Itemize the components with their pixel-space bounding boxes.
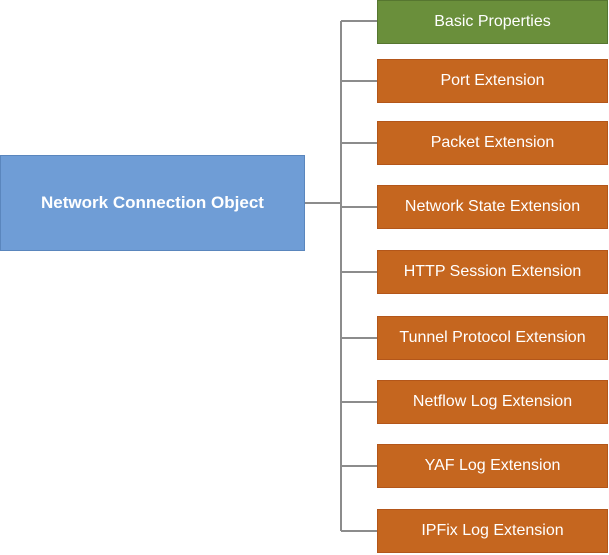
child-node-label: IPFix Log Extension (421, 522, 564, 539)
child-node-label: Network State Extension (404, 198, 581, 215)
child-node-label: Port Extension (440, 72, 545, 89)
child-node-label: Tunnel Protocol Extension (399, 329, 586, 346)
child-node-label: Packet Extension (430, 134, 555, 151)
child-node-yaf-log-extension: YAF Log Extension (377, 444, 608, 488)
root-node-label: Network Connection Object (41, 193, 264, 212)
root-node-network-connection-object: Network Connection Object (0, 155, 305, 251)
child-node-network-state-extension: Network State Extension (377, 185, 608, 229)
child-node-label: Basic Properties (434, 13, 551, 30)
child-node-basic-properties: Basic Properties (377, 0, 608, 44)
child-node-http-session-extension: HTTP Session Extension (377, 250, 608, 294)
child-node-label: YAF Log Extension (424, 457, 561, 474)
child-node-ipfix-log-extension: IPFix Log Extension (377, 509, 608, 553)
child-node-label: Netflow Log Extension (412, 393, 573, 410)
child-node-netflow-log-extension: Netflow Log Extension (377, 380, 608, 424)
child-node-port-extension: Port Extension (377, 59, 608, 103)
child-node-label: HTTP Session Extension (403, 263, 582, 280)
child-node-packet-extension: Packet Extension (377, 121, 608, 165)
child-node-tunnel-protocol-extension: Tunnel Protocol Extension (377, 316, 608, 360)
